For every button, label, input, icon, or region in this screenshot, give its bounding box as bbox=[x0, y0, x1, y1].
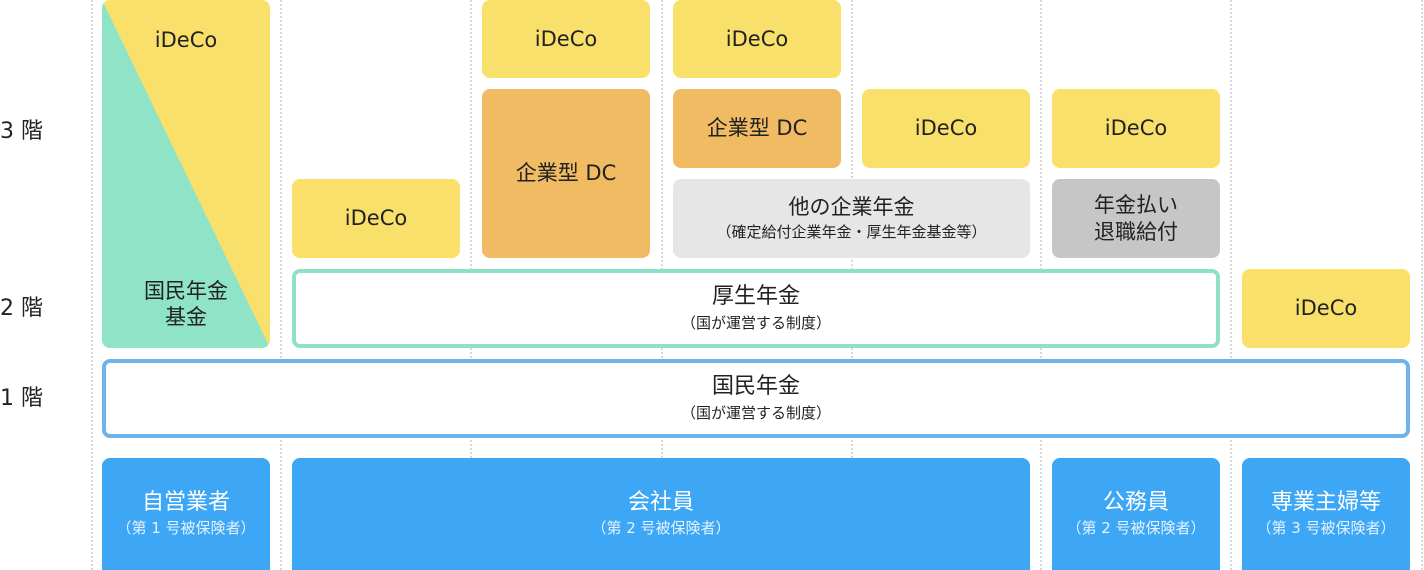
floor-label-2: 2 階 bbox=[0, 296, 43, 321]
ideco-label: iDeCo bbox=[154, 28, 218, 52]
kokumin-nenkin-subtitle: （国が運営する制度） bbox=[680, 403, 831, 422]
category-subtitle: （第 1 号被保険者） bbox=[116, 519, 256, 538]
kosei-nenkin-box: 厚生年金 （国が運営する制度） bbox=[292, 269, 1220, 348]
category-title: 会社員 bbox=[627, 489, 694, 515]
category-title: 専業主婦等 bbox=[1270, 489, 1381, 515]
corporate-dc-label: 企業型 DC bbox=[515, 161, 617, 186]
retirement-benefit-box: 年金払い 退職給付 bbox=[1052, 179, 1220, 258]
ideco-label: iDeCo bbox=[725, 26, 789, 51]
kosei-nenkin-subtitle: （国が運営する制度） bbox=[680, 313, 831, 332]
other-pension-title: 他の企業年金 bbox=[788, 194, 915, 219]
category-subtitle: （第 2 号被保険者） bbox=[1066, 519, 1206, 538]
ideco-label: iDeCo bbox=[534, 26, 598, 51]
kosei-nenkin-title: 厚生年金 bbox=[711, 284, 800, 310]
category-company-employee: 会社員 （第 2 号被保険者） bbox=[292, 458, 1030, 570]
other-pension-subtitle: （確定給付企業年金・厚生年金基金等） bbox=[716, 223, 987, 242]
ideco-label: iDeCo bbox=[1104, 116, 1168, 141]
ideco-label: iDeCo bbox=[344, 206, 408, 231]
retirement-benefit-label: 年金払い 退職給付 bbox=[1094, 193, 1178, 244]
corporate-dc-box-col3: 企業型 DC bbox=[482, 89, 650, 258]
ideco-box-col4: iDeCo bbox=[673, 0, 841, 78]
category-self-employed: 自営業者 （第 1 号被保険者） bbox=[102, 458, 270, 570]
corporate-dc-label: 企業型 DC bbox=[706, 116, 808, 141]
column-guide bbox=[280, 0, 282, 570]
category-homemaker: 専業主婦等 （第 3 号被保険者） bbox=[1242, 458, 1410, 570]
corporate-dc-box-col4: 企業型 DC bbox=[673, 89, 841, 168]
ideco-box-col7: iDeCo bbox=[1242, 269, 1410, 348]
column-guide bbox=[91, 0, 93, 570]
column-guide bbox=[1230, 0, 1232, 570]
ideco-box-col2: iDeCo bbox=[292, 179, 460, 258]
ideco-label: iDeCo bbox=[1294, 296, 1358, 321]
category-subtitle: （第 3 号被保険者） bbox=[1256, 519, 1396, 538]
floor-label-3: 3 階 bbox=[0, 119, 43, 144]
category-title: 自営業者 bbox=[141, 489, 230, 515]
other-corporate-pension-box: 他の企業年金 （確定給付企業年金・厚生年金基金等） bbox=[673, 179, 1030, 258]
ideco-box-col5: iDeCo bbox=[862, 89, 1030, 168]
kokumin-nenkin-box: 国民年金 （国が運営する制度） bbox=[102, 359, 1410, 438]
ideco-kokumin-kikin-box: iDeCo 国民年金 基金 bbox=[102, 0, 270, 348]
kokumin-nenkin-title: 国民年金 bbox=[711, 374, 800, 400]
kokumin-kikin-label: 国民年金 基金 bbox=[144, 279, 228, 330]
ideco-label: iDeCo bbox=[914, 116, 978, 141]
column-guide bbox=[1421, 0, 1423, 570]
ideco-box-col3: iDeCo bbox=[482, 0, 650, 78]
category-title: 公務員 bbox=[1102, 489, 1169, 515]
category-subtitle: （第 2 号被保険者） bbox=[591, 519, 731, 538]
category-civil-servant: 公務員 （第 2 号被保険者） bbox=[1052, 458, 1220, 570]
floor-label-1: 1 階 bbox=[0, 386, 43, 411]
ideco-box-col6: iDeCo bbox=[1052, 89, 1220, 168]
